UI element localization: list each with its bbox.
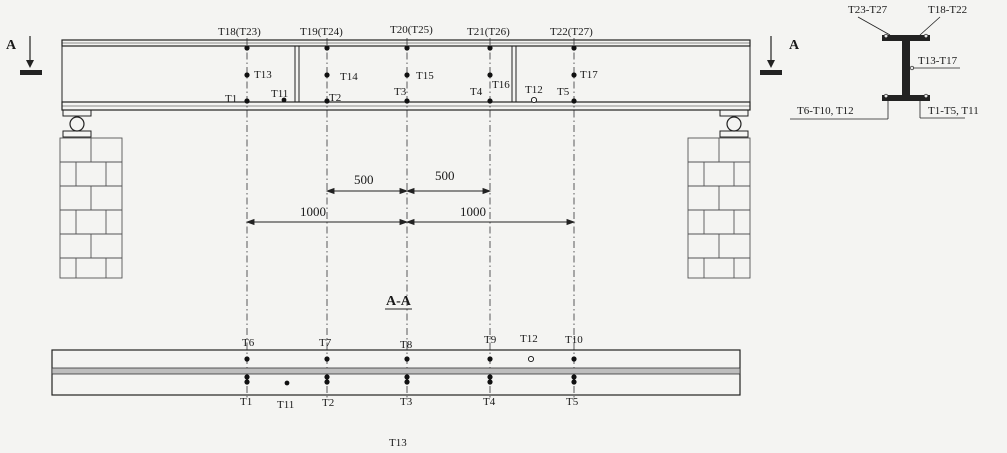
gauge-label: T2 — [329, 92, 341, 104]
plan-web-band — [51, 367, 741, 375]
masonry-pier-left — [59, 137, 123, 279]
plan-view — [51, 349, 741, 396]
plan-labels: T6 T7 T8 T9 T10 T12 T1 T2 T3 T4 T5 T11 T… — [240, 333, 583, 449]
section-marker-left: A — [6, 36, 42, 75]
gauge-label: T12 — [525, 84, 543, 96]
dimension-label: 1000 — [300, 204, 326, 219]
dimension-label: 1000 — [460, 204, 486, 219]
gauge-label: T1 — [240, 396, 252, 408]
section-label: T18-T22 — [928, 4, 967, 16]
gauge-label: T11 — [271, 88, 288, 100]
elevation-labels: T18(T23) T19(T24) T20(T25) T21(T26) T22(… — [218, 24, 598, 105]
section-label: T13-T17 — [918, 55, 958, 67]
gauge-t11-dot — [281, 97, 287, 103]
gauge-label: T6 — [242, 337, 255, 349]
gauge-label: T11 — [277, 399, 294, 411]
gauge-label: T9 — [484, 334, 497, 346]
dimension-label: 500 — [354, 172, 374, 187]
gauge-label: T20(T25) — [390, 24, 433, 36]
section-title: A-A — [386, 294, 412, 309]
i-beam-cross-section: T23-T27 T18-T22 T13-T17 T6-T10, T12 T1-T… — [790, 4, 979, 120]
section-letter: A — [789, 38, 800, 53]
gauge-label: T14 — [340, 71, 358, 83]
gauge-label: T13 — [254, 69, 272, 81]
gauge-lines — [246, 38, 575, 400]
elevation-gauges — [244, 45, 577, 104]
section-marker-right: A — [760, 36, 800, 75]
gauge-label: T3 — [394, 86, 407, 98]
gauge-label: T7 — [319, 337, 332, 349]
section-label: T1-T5, T11 — [928, 105, 979, 117]
gauge-label: T18(T23) — [218, 26, 261, 38]
gauge-label: T12 — [520, 333, 538, 345]
support-right — [719, 109, 749, 138]
section-letter: A — [6, 38, 17, 53]
gauge-label: T5 — [557, 86, 570, 98]
gauge-t12-hollow — [530, 96, 538, 104]
support-left — [62, 109, 92, 138]
dimension-lines — [245, 187, 576, 226]
gauge-label: T2 — [322, 397, 334, 409]
section-bottom-flange — [882, 95, 930, 101]
gauge-label: T10 — [565, 334, 583, 346]
section-top-flange — [882, 35, 930, 41]
gauge-label: T5 — [566, 396, 579, 408]
gauge-label: T4 — [483, 396, 496, 408]
plan-gauges — [244, 355, 577, 386]
dimension-label: 500 — [435, 168, 455, 183]
gauge-t12-hollow — [527, 355, 535, 363]
gauge-label: T15 — [416, 70, 434, 82]
masonry-pier-right — [687, 137, 751, 279]
gauge-label: T21(T26) — [467, 26, 510, 38]
gauge-label: T16 — [492, 79, 510, 91]
section-label: T23-T27 — [848, 4, 888, 16]
gauge-label: T22(T27) — [550, 26, 593, 38]
section-web — [902, 41, 910, 95]
gauge-label: T1 — [225, 93, 237, 105]
gauge-label: T13 — [389, 437, 407, 449]
gauge-t11-dot — [284, 380, 290, 386]
section-label: T6-T10, T12 — [797, 105, 854, 117]
gauge-label: T3 — [400, 396, 413, 408]
gauge-label: T17 — [580, 69, 598, 81]
gauge-label: T8 — [400, 339, 413, 351]
gauge-label: T19(T24) — [300, 26, 343, 38]
gauge-label: T4 — [470, 86, 483, 98]
